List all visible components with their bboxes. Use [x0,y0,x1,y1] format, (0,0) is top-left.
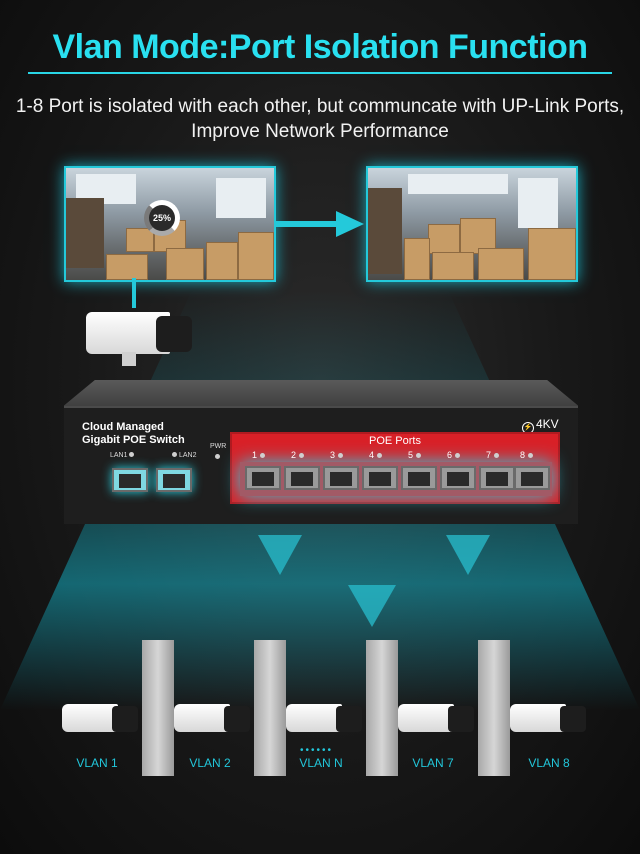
poe-port-label-7: 7 [486,450,499,460]
poe-port-3[interactable] [323,466,359,490]
vlan-camera-icon [510,700,586,740]
poe-port-label-4: 4 [369,450,382,460]
poe-port-1[interactable] [245,466,281,490]
title-underline [28,72,612,74]
loading-progress-text: 25% [152,213,171,223]
poe-port-label-3: 3 [330,450,343,460]
poe-port-7[interactable] [479,466,515,490]
switch-brand-line-2: Gigabit POE Switch [82,434,185,446]
vlan-label-1: VLAN 1 [76,756,118,770]
camera-feed-clear [366,166,578,282]
poe-port-label-1: 1 [252,450,265,460]
vlan-label-n: VLAN N [299,756,343,770]
page-title: Vlan Mode:Port Isolation Function [52,28,588,66]
poe-port-label-5: 5 [408,450,421,460]
arrow-down-center-icon [348,585,396,627]
pwr-led-icon [215,454,220,459]
isolation-divider-3 [366,640,398,776]
switch-brand-line-1: Cloud Managed [82,421,164,433]
vlan-label-8: VLAN 8 [528,756,570,770]
isolation-divider-1 [142,640,174,776]
arrow-down-left-icon [258,535,302,575]
ellipsis-dots: •••••• [300,745,334,756]
subtitle-line-2: Improve Network Performance [191,121,449,142]
vlan-label-2: VLAN 2 [189,756,231,770]
vlan-camera-icon [286,700,362,740]
poe-ports-title: POE Ports [369,435,421,447]
vlan-camera-icon [62,700,138,740]
poe-port-label-6: 6 [447,450,460,460]
subtitle: 1-8 Port is isolated with each other, bu… [0,94,640,144]
subtitle-line-1: 1-8 Port is isolated with each other, bu… [15,96,625,117]
poe-port-label-8: 8 [520,450,533,460]
camera-link-line [132,278,136,308]
pwr-label: PWR [210,443,227,450]
uplink-label-lan2: LAN2 [172,452,196,459]
uplink-port-lan2[interactable] [156,468,192,492]
feed-link-line [274,221,340,227]
poe-port-label-2: 2 [291,450,304,460]
vlan-camera-icon [174,700,250,740]
isolation-divider-2 [254,640,286,776]
poe-port-4[interactable] [362,466,398,490]
surge-rating-text: 4KV [536,417,559,431]
loading-spinner: 25% [144,200,180,236]
arrow-right-icon [336,211,364,237]
vlan-label-7: VLAN 7 [412,756,454,770]
arrow-down-right-icon [446,535,490,575]
poe-port-6[interactable] [440,466,476,490]
poe-port-5[interactable] [401,466,437,490]
vlan-camera-icon [398,700,474,740]
uplink-port-lan1[interactable] [112,468,148,492]
isolation-divider-4 [478,640,510,776]
poe-port-2[interactable] [284,466,320,490]
security-camera-icon [86,306,196,366]
poe-port-8[interactable] [514,466,550,490]
uplink-label-lan1: LAN1 [110,452,135,459]
